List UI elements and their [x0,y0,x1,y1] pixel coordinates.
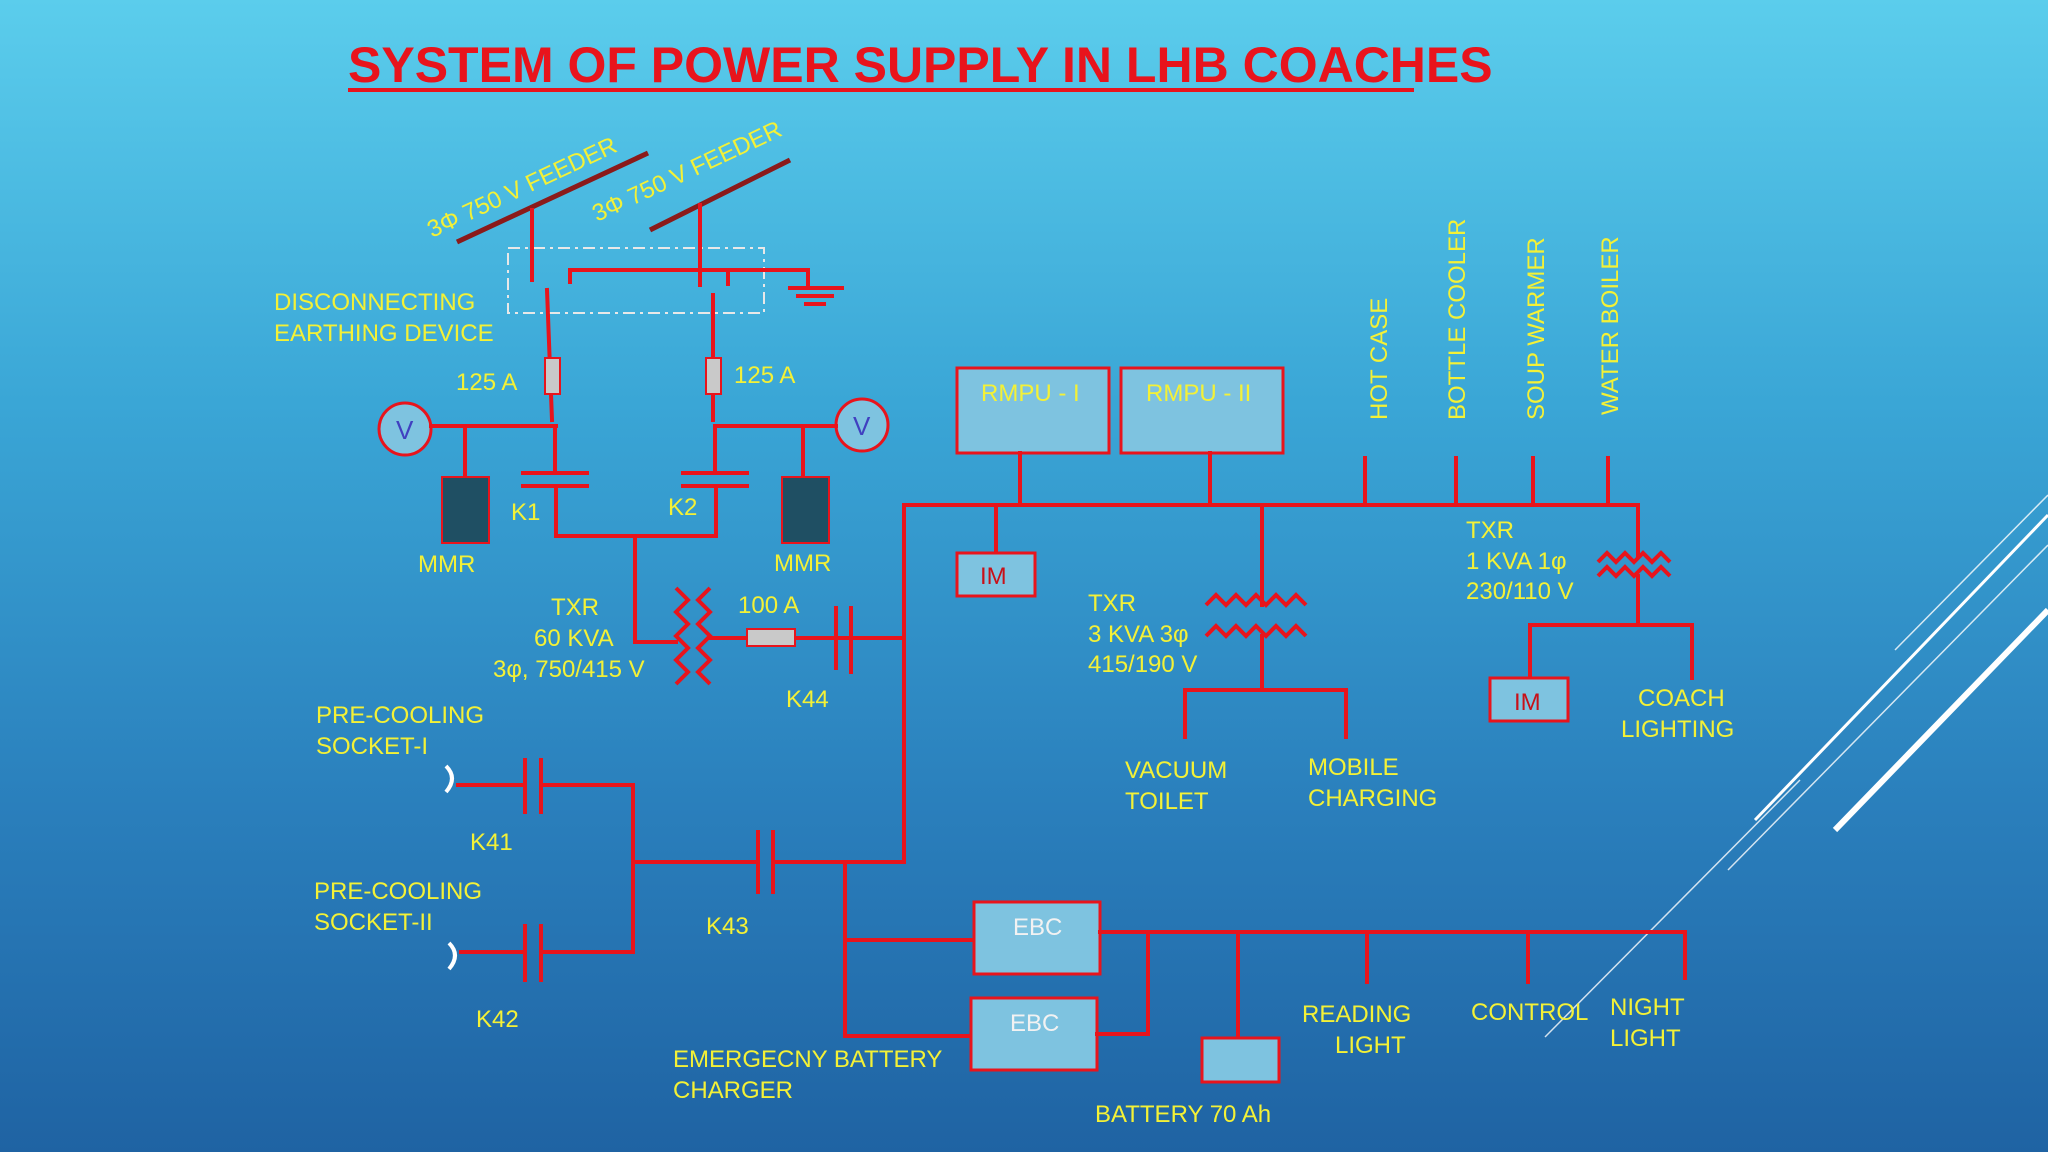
page-title: SYSTEM OF POWER SUPPLY IN LHB COACHES [348,37,1493,93]
socket-1-icon [444,764,454,794]
rmpu-1-label: RMPU - I [981,380,1080,407]
reading-light-label-1: READING [1302,1001,1411,1028]
disconnecting-device-box [507,247,765,314]
k2-label: K2 [668,494,697,521]
night-light-label-1: NIGHT [1610,994,1685,1021]
transformer-60kva [673,586,713,686]
k43-label: K43 [706,913,749,940]
k41-label: K41 [470,829,513,856]
txr-1kva-label-1: TXR [1466,517,1514,544]
voltmeter-right-label: V [853,411,871,441]
pre-cooling-1-label-1: PRE-COOLING [316,702,484,729]
vertical-load-drops [1363,456,1610,507]
k42-label: K42 [476,1006,519,1033]
pre-cooling-1-label-2: SOCKET-I [316,733,428,760]
battery-label: BATTERY 70 Ah [1095,1101,1271,1128]
load-soup-warmer: SOUP WARMER [1523,237,1550,420]
fuse-100a [746,628,796,647]
im-left-label: IM [980,563,1007,590]
battery-box [1200,1036,1281,1084]
pre-cooling-2-label-1: PRE-COOLING [314,878,482,905]
emergency-charger-label-2: CHARGER [673,1077,793,1104]
mmr-left [441,476,490,544]
txr-60-label-2: 60 KVA [534,625,614,652]
fuse-125a-right [705,357,722,395]
mmr-left-label: MMR [418,551,475,578]
fuse-right-label: 125 A [734,362,795,389]
im-left-box [955,551,1037,598]
transformer-1kva [1596,550,1672,579]
voltmeter-left-label: V [396,415,414,445]
pre-cooling-wiring [456,758,906,982]
voltmeter-wiring [429,424,838,480]
load-water-boiler: WATER BOILER [1597,236,1624,415]
mobile-charging-label-1: MOBILE [1308,754,1399,781]
im-right-box [1488,676,1570,723]
pre-cooling-2-label-2: SOCKET-II [314,909,433,936]
rmpu-1-box [955,366,1111,455]
load-bottle-cooler: BOTTLE COOLER [1444,219,1471,420]
k44-label: K44 [786,686,829,713]
txr-3kva-label-3: 415/190 V [1088,651,1197,678]
mmr-right-label: MMR [774,550,831,577]
load-hot-case: HOT CASE [1366,298,1393,420]
k1-label: K1 [511,499,540,526]
feeder-line-2 [648,157,792,233]
fuse-left-label: 125 A [456,369,517,396]
txr-60-label-1: TXR [551,594,599,621]
decorative-lines [1544,494,2048,1038]
emergency-charger-label-1: EMERGECNY BATTERY [673,1046,942,1073]
contactor-k1 [521,471,589,538]
contactor-k44 [834,606,906,674]
dc-bus-wiring [1095,930,1687,1040]
transformer-3kva [1204,592,1308,639]
contactor-k2 [681,471,749,538]
coach-lighting-label-2: LIGHTING [1621,716,1734,743]
ebc-top-label: EBC [1013,914,1062,941]
fuse-100a-label: 100 A [738,592,799,619]
vacuum-toilet-label-2: TOILET [1125,788,1209,815]
vacuum-toilet-label-1: VACUUM [1125,757,1227,784]
fuse-125a-left [544,357,561,395]
reading-light-label-2: LIGHT [1335,1032,1406,1059]
feeder-line-1 [455,150,650,245]
txr-3kva-label-1: TXR [1088,590,1136,617]
txr-1kva-label-2: 1 KVA 1φ [1466,548,1567,575]
disconnecting-label-2: EARTHING DEVICE [274,320,494,347]
socket-2-icon [447,941,457,971]
feeder-label-1: 3Φ 750 V FEEDER [423,132,621,243]
mobile-charging-label-2: CHARGING [1308,785,1437,812]
im-right-label: IM [1514,689,1541,716]
control-label: CONTROL [1471,999,1588,1026]
ebc-top-box [972,900,1102,976]
voltmeter-left [377,401,433,457]
txr-3kva-label-2: 3 KVA 3φ [1088,621,1189,648]
rmpu-2-box [1119,366,1285,455]
txr-60-label-3: 3φ, 750/415 V [493,656,645,683]
night-light-label-2: LIGHT [1610,1025,1681,1052]
disconnecting-label-1: DISCONNECTING [274,289,475,316]
ebc-bottom-label: EBC [1010,1010,1059,1037]
mmr-right [781,476,830,544]
rmpu-2-label: RMPU - II [1146,380,1251,407]
txr-1kva-label-3: 230/110 V [1466,578,1574,605]
ebc-bottom-box [969,996,1099,1072]
coach-lighting-label-1: COACH [1638,685,1725,712]
